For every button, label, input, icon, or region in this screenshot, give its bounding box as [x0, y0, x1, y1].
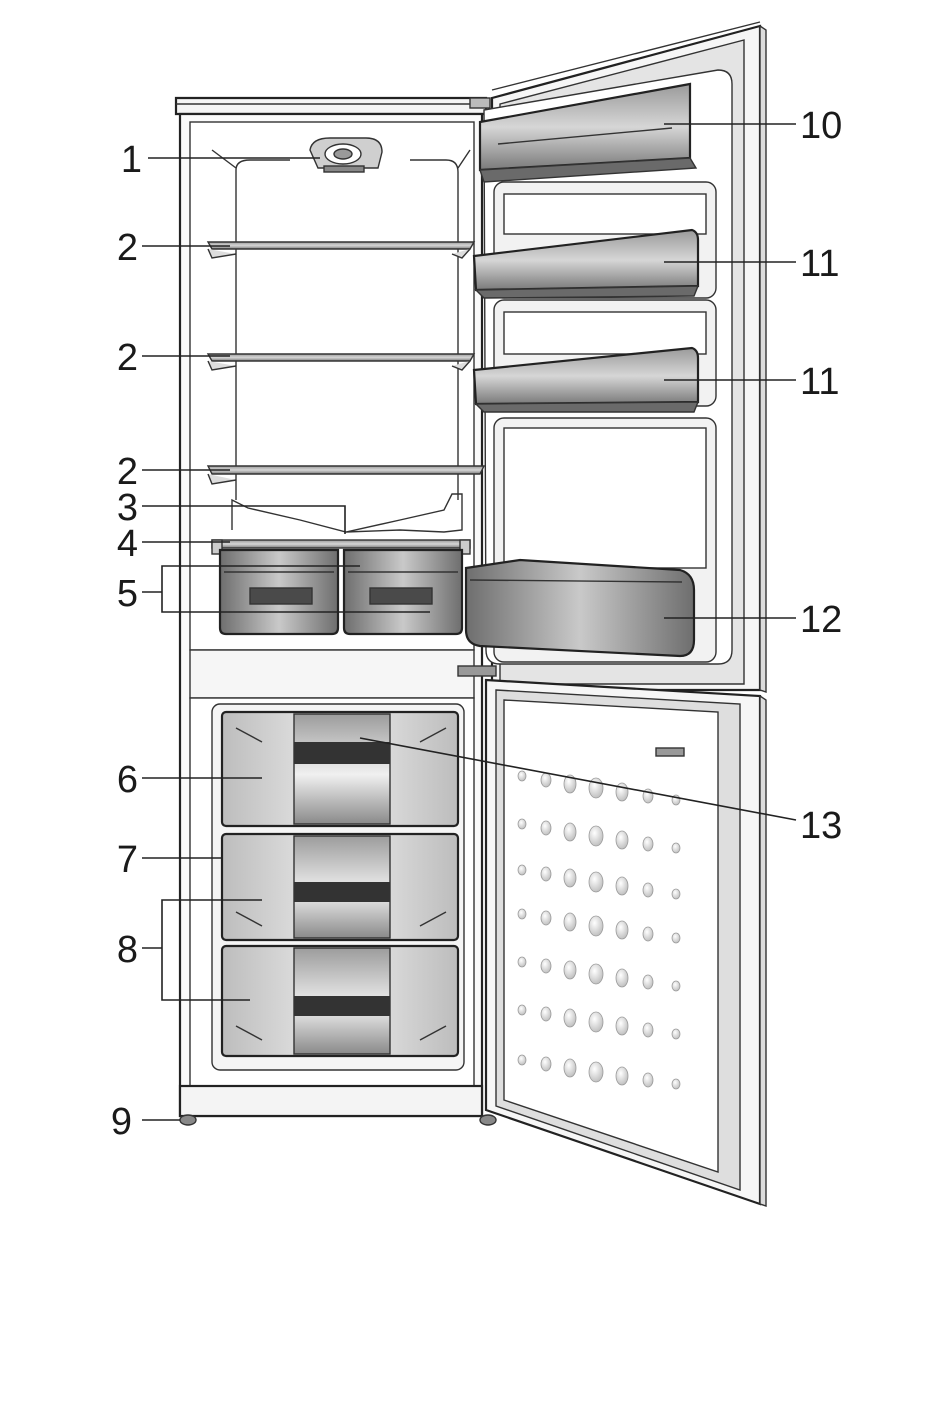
dimple — [541, 1007, 551, 1021]
callout-4: 4 — [117, 523, 138, 565]
callout-10: 10 — [800, 105, 842, 147]
dimple — [589, 872, 603, 892]
dimple — [616, 1017, 628, 1035]
dimple — [589, 826, 603, 846]
dimple — [643, 975, 653, 989]
dimple — [643, 837, 653, 851]
dimple — [518, 1055, 526, 1065]
dimple — [518, 909, 526, 919]
freezer-drawer — [222, 712, 458, 826]
dimple — [541, 821, 551, 835]
crisper-bin — [220, 550, 338, 634]
dimple — [643, 883, 653, 897]
dimple — [643, 1023, 653, 1037]
dimple — [643, 1073, 653, 1087]
dimple — [616, 921, 628, 939]
freezer-drawer — [222, 946, 458, 1056]
dimple — [643, 927, 653, 941]
crisper-bin — [344, 550, 462, 634]
callout-7: 7 — [117, 839, 138, 881]
callout-12: 12 — [800, 599, 842, 641]
freezer-drawers — [212, 704, 464, 1070]
dimple — [616, 831, 628, 849]
dimple — [672, 933, 680, 943]
dimple — [589, 1012, 603, 1032]
dimple — [564, 913, 576, 931]
dimple — [518, 1005, 526, 1015]
callout-2-middle-shelf: 2 — [117, 337, 138, 379]
callout-13: 13 — [800, 805, 842, 847]
dimple — [589, 916, 603, 936]
dimple — [589, 964, 603, 984]
dimple — [518, 819, 526, 829]
callout-6: 6 — [117, 759, 138, 801]
dimple — [672, 1029, 680, 1039]
dimple — [672, 1079, 680, 1089]
callout-11-lower: 11 — [800, 361, 839, 403]
dimple — [672, 843, 680, 853]
freezer-door — [486, 680, 766, 1206]
callout-11-upper: 11 — [800, 243, 839, 285]
dimple — [564, 869, 576, 887]
dimple — [518, 771, 526, 781]
dimple — [518, 957, 526, 967]
dimple — [518, 865, 526, 875]
dimple — [541, 911, 551, 925]
dimple — [564, 1009, 576, 1027]
dimple — [616, 969, 628, 987]
dimple — [564, 823, 576, 841]
dimple — [541, 959, 551, 973]
dimple — [672, 981, 680, 991]
dimple — [564, 1059, 576, 1077]
dimple — [541, 773, 551, 787]
dimple — [589, 1062, 603, 1082]
callout-5: 5 — [117, 573, 138, 615]
callout-8: 8 — [117, 929, 138, 971]
dimple — [564, 961, 576, 979]
dimple — [541, 1057, 551, 1071]
freezer-drawer — [222, 834, 458, 940]
callout-9: 9 — [111, 1101, 132, 1143]
callout-2-top-shelf: 2 — [117, 227, 138, 269]
dimple — [541, 867, 551, 881]
dimple — [672, 889, 680, 899]
dimple — [616, 877, 628, 895]
interior-lamp — [310, 138, 382, 172]
dimple — [616, 1067, 628, 1085]
callout-1: 1 — [121, 139, 142, 181]
